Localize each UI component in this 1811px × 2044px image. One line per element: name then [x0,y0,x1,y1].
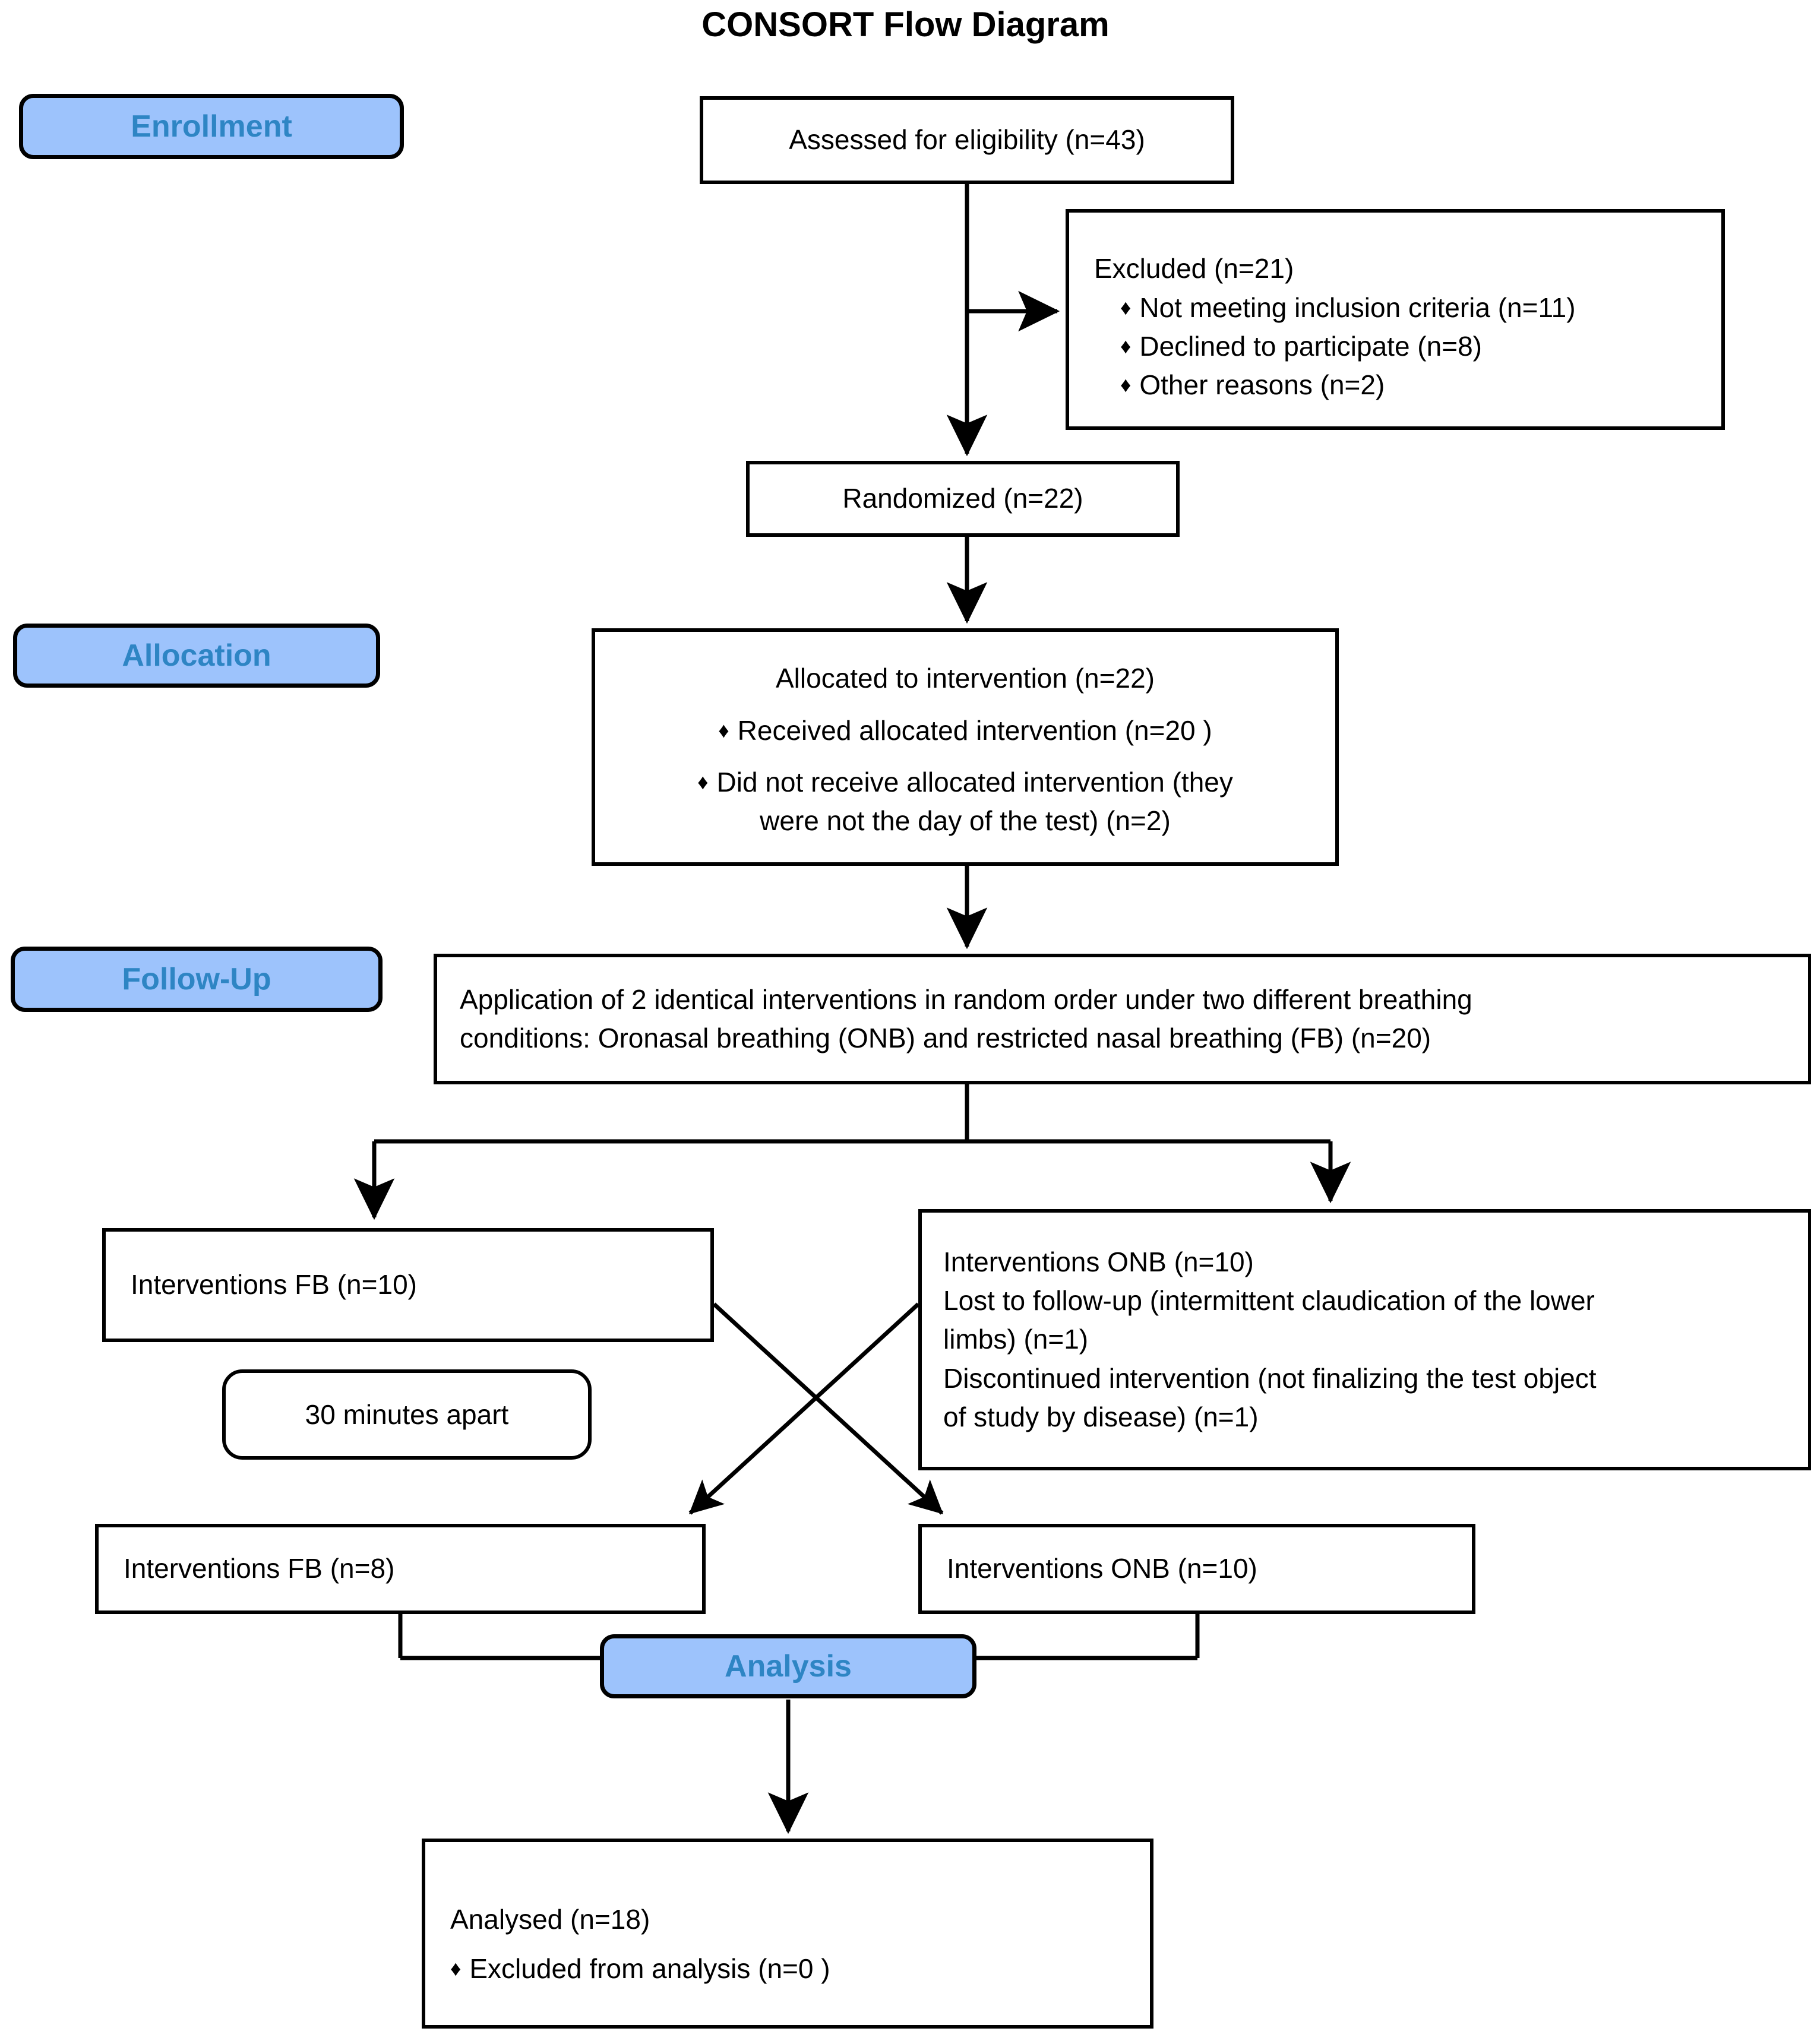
stage-badge-allocation: Allocation [13,624,380,688]
node-text: Application of 2 identical interventions… [460,983,1472,1015]
stage-label-allocation: Allocation [122,638,271,673]
node-text: Assessed for eligibility (n=43) [789,124,1145,156]
node-text: Interventions ONB (n=10) [943,1246,1254,1277]
page-title: CONSORT Flow Diagram [701,5,1110,44]
bullet-item: ♦ Declined to participate (n=8) [1120,327,1482,366]
diamond-bullet-icon: ♦ [697,770,709,794]
bullet-item: ♦ Did not receive allocated intervention… [697,763,1233,802]
stage-badge-analysis: Analysis [600,1634,976,1698]
bullet-item: ♦ Not meeting inclusion criteria (n=11) [1120,289,1576,327]
stage-label-enrollment: Enrollment [131,109,292,144]
node-heading: Allocated to intervention (n=22) [775,663,1155,694]
bullet-text: Other reasons (n=2) [1139,369,1385,401]
bullet-continuation: were not the day of the test) (n=2) [760,805,1171,837]
bullet-text: Not meeting inclusion criteria (n=11) [1139,292,1576,323]
node-interventions-onb-detail: Interventions ONB (n=10) Lost to follow-… [918,1209,1811,1470]
node-interventions-onb-10: Interventions ONB (n=10) [918,1524,1475,1614]
node-text: Interventions ONB (n=10) [947,1553,1257,1584]
bullet-item: ♦ Received allocated intervention (n=20 … [718,711,1212,750]
node-heading: Excluded (n=21) [1094,253,1294,284]
node-text: 30 minutes apart [305,1399,509,1430]
stage-badge-followup: Follow-Up [11,947,383,1012]
bullet-item: ♦ Excluded from analysis (n=0 ) [450,1950,830,1988]
node-interventions-fb-10: Interventions FB (n=10) [102,1228,714,1342]
edge-fb10-to-onb10-cross [712,1302,944,1515]
node-heading: Analysed (n=18) [450,1903,650,1935]
node-randomized: Randomized (n=22) [746,461,1180,537]
bullet-text: Received allocated intervention (n=20 ) [737,714,1212,746]
diamond-bullet-icon: ♦ [1120,334,1132,358]
node-text: Randomized (n=22) [842,483,1083,514]
node-text: Interventions FB (n=8) [124,1553,395,1584]
diamond-bullet-icon: ♦ [1120,295,1132,319]
node-thirty-minutes-apart: 30 minutes apart [222,1369,592,1460]
node-assessed-for-eligibility: Assessed for eligibility (n=43) [700,96,1234,184]
edge-application-split-bus [374,1084,1330,1144]
stage-label-followup: Follow-Up [122,962,271,996]
stage-badge-enrollment: Enrollment [19,94,404,159]
node-followup-application: Application of 2 identical interventions… [434,954,1811,1084]
node-allocated-to-intervention: Allocated to intervention (n=22) ♦ Recei… [592,628,1339,866]
diamond-bullet-icon: ♦ [450,1956,462,1980]
stage-label-analysis: Analysis [725,1649,852,1684]
node-text: Discontinued intervention (not finalizin… [943,1362,1597,1394]
bullet-item: ♦ Other reasons (n=2) [1120,366,1385,404]
bullet-text: Declined to participate (n=8) [1139,331,1482,362]
bullet-text: Excluded from analysis (n=0 ) [469,1953,830,1984]
node-text: Interventions FB (n=10) [131,1269,417,1301]
node-text: limbs) (n=1) [943,1324,1089,1355]
node-excluded: Excluded (n=21) ♦ Not meeting inclusion … [1066,209,1725,430]
node-interventions-fb-8: Interventions FB (n=8) [95,1524,706,1614]
node-text: of study by disease) (n=1) [943,1401,1259,1432]
bullet-text: Did not receive allocated intervention (… [716,767,1233,798]
node-text: conditions: Oronasal breathing (ONB) and… [460,1023,1431,1053]
diamond-bullet-icon: ♦ [1120,372,1132,397]
node-analysed: Analysed (n=18) ♦ Excluded from analysis… [422,1839,1153,2029]
node-text: Lost to follow-up (intermittent claudica… [943,1285,1595,1317]
diamond-bullet-icon: ♦ [718,717,729,742]
edge-onbdetail-to-fb8-cross [688,1302,920,1515]
